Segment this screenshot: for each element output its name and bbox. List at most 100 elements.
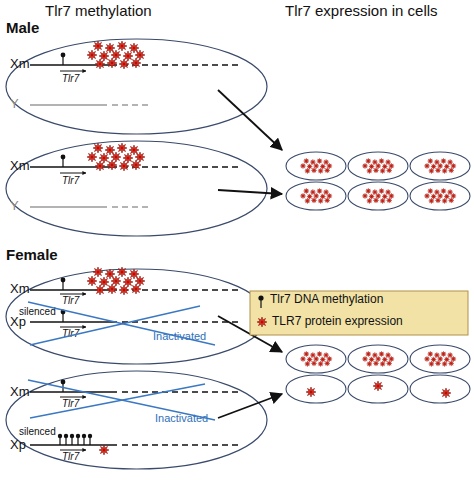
- methylation-stalk: [71, 438, 72, 445]
- methylation-mark: [61, 310, 66, 315]
- methylation-stalk: [62, 57, 63, 65]
- protein-star: [441, 388, 451, 398]
- gene-arrow: [60, 327, 86, 328]
- gene-label: Tlr7: [62, 73, 79, 84]
- status-note: Inactivated: [153, 330, 206, 342]
- chromosome-dashed: [122, 321, 238, 323]
- inactivation-cross: [28, 302, 215, 345]
- methylation-mark: [61, 380, 66, 385]
- protein-cluster: [362, 158, 394, 173]
- inactivation-cross: [30, 384, 205, 418]
- cell-outline: [286, 182, 346, 210]
- gene-label: Tlr7: [62, 398, 79, 409]
- column-heading: Tlr7 methylation: [45, 3, 152, 20]
- methylation-mark: [61, 53, 66, 58]
- inactivation-cross: [30, 306, 200, 345]
- protein-cluster: [424, 188, 456, 203]
- protein-star: [99, 445, 109, 455]
- column-heading: Tlr7 expression in cells: [285, 3, 438, 20]
- cell-outline: [410, 152, 470, 180]
- methylation-stalk: [62, 314, 63, 322]
- chromosome-label: Y: [10, 97, 19, 111]
- expression-arrow: [218, 90, 282, 150]
- methylation-mark: [64, 434, 68, 438]
- inactivation-cross: [28, 380, 215, 420]
- methylation-stalk: [83, 438, 84, 445]
- expression-arrow: [218, 394, 282, 418]
- gene-label: Tlr7: [62, 295, 79, 306]
- methylation-marks: [58, 434, 92, 438]
- cell-node: XmTlr7Y: [5, 140, 268, 237]
- cell-node: XmTlr7InactivatedsilencedXpTlr7: [5, 370, 268, 470]
- cell-outline: [348, 152, 408, 180]
- protein-cluster: [362, 351, 394, 366]
- methylation-mark: [58, 434, 62, 438]
- cell-node: XmTlr7Y: [5, 38, 268, 135]
- cell-outline: [410, 375, 470, 403]
- protein-cluster: [87, 41, 145, 69]
- cell-outline: [6, 141, 267, 236]
- protein-star: [373, 381, 383, 391]
- expression-arrow: [218, 190, 282, 194]
- chromosome-label: Xm: [10, 57, 30, 71]
- x-chromosome-line: [30, 289, 117, 291]
- legend-text: TLR7 protein expression: [272, 315, 403, 328]
- chromosome-dashed: [122, 166, 238, 168]
- protein-cluster: [300, 188, 332, 203]
- chromosome-dashed: [122, 64, 238, 66]
- protein-cluster: [362, 188, 394, 203]
- chromosome-dashed: [122, 289, 238, 291]
- gene-arrow: [60, 294, 86, 295]
- legend-text: Tlr7 DNA methylation: [270, 293, 383, 306]
- gene-label: Tlr7: [62, 328, 79, 339]
- protein-cluster: [87, 267, 145, 295]
- legend-methylation-mark: [258, 295, 263, 300]
- x-chromosome-line: [30, 321, 117, 323]
- cell-outline: [6, 269, 267, 364]
- protein-cluster: [87, 143, 145, 171]
- methylation-stalk: [89, 438, 90, 445]
- methylation-mark: [76, 434, 80, 438]
- gene-label: Tlr7: [62, 451, 79, 462]
- chromosome-label: Y: [10, 199, 19, 213]
- methylation-stalks: [60, 438, 90, 445]
- protein-cluster: [424, 351, 456, 366]
- chromosome-dashed: [112, 206, 152, 208]
- x-chromosome-line: [30, 391, 117, 393]
- protein-cluster: [300, 351, 332, 366]
- gene-arrow: [60, 397, 86, 398]
- x-chromosome-line: [30, 444, 117, 446]
- chromosome-label: Xp: [10, 315, 26, 329]
- cell-outline: [348, 375, 408, 403]
- methylation-mark: [82, 434, 86, 438]
- gene-label: Tlr7: [62, 175, 79, 186]
- chromosome-label: Xp: [10, 438, 26, 452]
- chromosome-dashed: [122, 391, 238, 393]
- cell-outline: [6, 39, 267, 134]
- chromosome-label: Xm: [10, 282, 30, 296]
- methylation-stalk: [65, 438, 66, 445]
- cell-node: XmTlr7silencedXpTlr7Inactivated: [5, 268, 268, 365]
- cell-shape: [5, 140, 268, 237]
- cell-outline: [6, 371, 267, 469]
- gene-arrow: [60, 173, 86, 174]
- legend-methylation-stalk: [260, 300, 261, 308]
- protein-star: [306, 387, 316, 397]
- cell-outline: [348, 345, 408, 373]
- x-chromosome-line: [30, 166, 117, 168]
- methylation-mark: [61, 278, 66, 283]
- cell-outline: [348, 182, 408, 210]
- legend-protein-star: [257, 317, 267, 327]
- protein-cluster: [424, 158, 456, 173]
- group-label: Female: [6, 247, 58, 264]
- methylation-stalk: [62, 159, 63, 167]
- small-cells: [286, 152, 470, 403]
- chromosome-dashed: [122, 444, 238, 446]
- legend-box: [250, 291, 468, 335]
- cell-shape: [5, 38, 268, 135]
- cell-outline: [286, 375, 346, 403]
- cell-shape: [5, 370, 268, 470]
- status-note: Inactivated: [155, 412, 208, 424]
